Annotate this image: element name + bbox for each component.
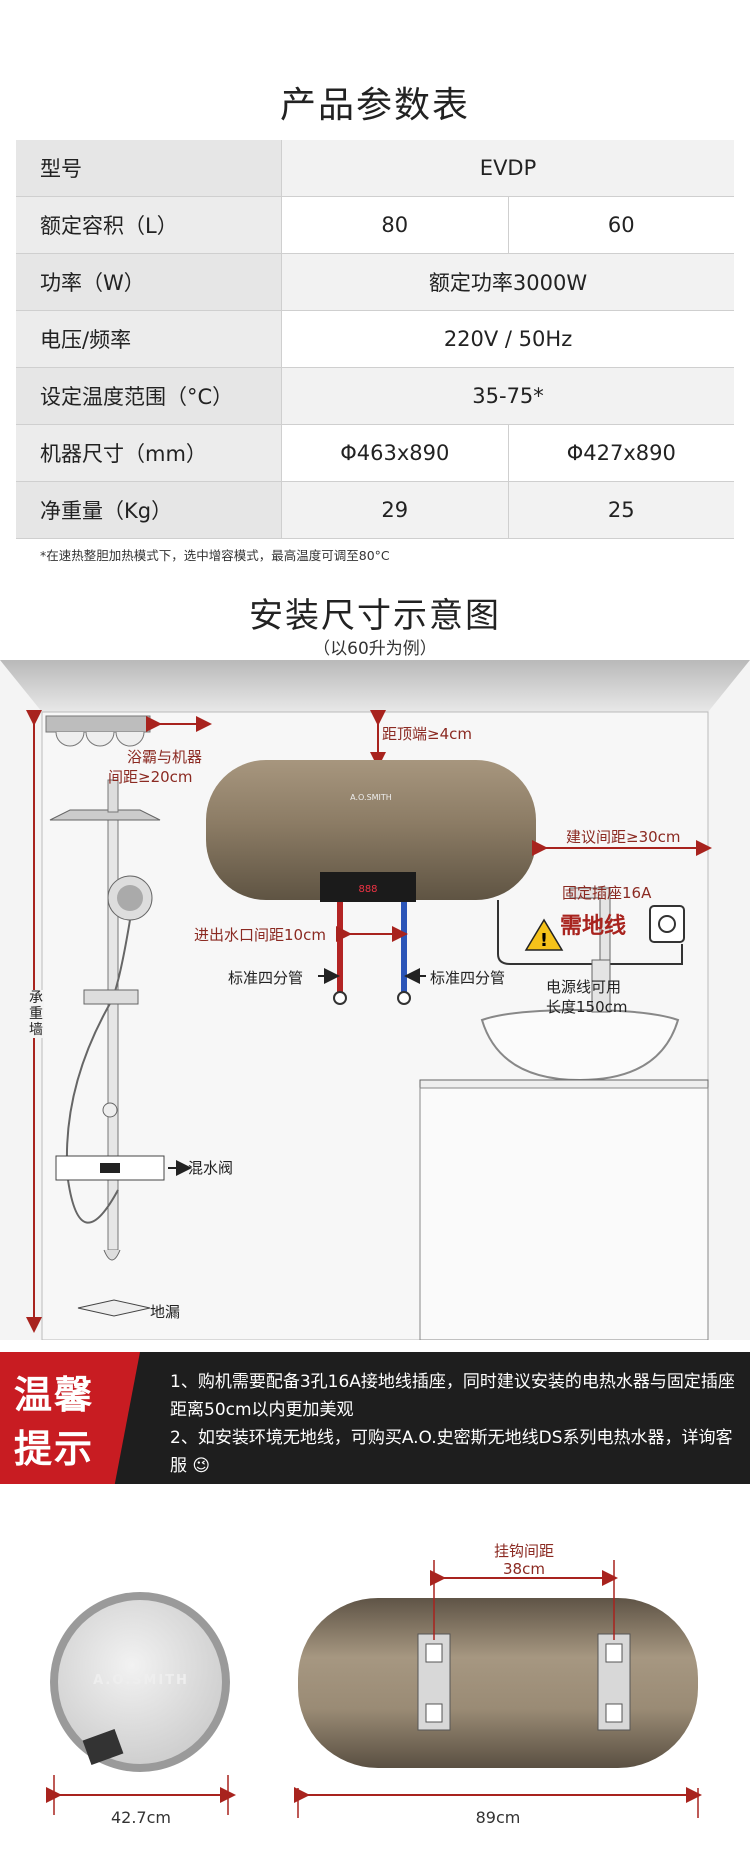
spec-value-v2: 60 xyxy=(507,196,734,254)
install-title: 安装尺寸示意图 xyxy=(249,596,501,636)
install-diagram: 888 A.O.SMITH ! xyxy=(0,660,750,1340)
label-pipe-left: 标准四分管 xyxy=(228,969,304,987)
label-socket: 固定插座16A xyxy=(562,884,652,902)
spec-label: 型号 xyxy=(16,140,283,197)
svg-text:!: ! xyxy=(540,930,548,951)
tips-text: 1、购机需要配备3孔16A接地线插座，同时建议安装的电热水器与固定插座距离50c… xyxy=(170,1368,740,1480)
tips-badge: 温馨 提示 xyxy=(0,1352,140,1484)
tips-badge-line-1: 温馨 xyxy=(14,1373,95,1417)
label-bath-gap-1: 浴霸与机器 xyxy=(126,748,202,766)
param-table-title: 产品参数表 xyxy=(279,85,470,126)
tank-brand: A.O.SMITH xyxy=(350,793,392,802)
tips-badge-line-2: 提示 xyxy=(14,1427,95,1471)
label-mixer: 混水阀 xyxy=(188,1159,234,1177)
spec-value: 35-75* xyxy=(281,367,734,425)
dimension-diagram xyxy=(46,1560,702,1818)
left-hook-bracket xyxy=(417,1633,451,1731)
label-cable-1: 电源线可用 xyxy=(546,978,622,996)
spec-label: 设定温度范围（°C） xyxy=(16,367,283,425)
svg-text:888: 888 xyxy=(358,884,377,895)
label-pipe-right: 标准四分管 xyxy=(430,969,506,987)
spec-label: 电压/频率 xyxy=(16,310,283,368)
spec-row: 功率（W）额定功率3000W xyxy=(16,253,734,311)
spec-value: 额定功率3000W xyxy=(281,253,734,311)
spec-value: 220V / 50Hz xyxy=(281,310,734,368)
end-cap-brand: A.O.SMITH xyxy=(93,1673,189,1688)
length-label: 89cm xyxy=(475,1808,521,1827)
label-inlet-gap: 进出水口间距10cm xyxy=(194,926,326,944)
hook-gap-label: 挂钩间距 xyxy=(493,1542,554,1560)
spec-value-v2: Φ427x890 xyxy=(507,424,734,482)
spec-value-v1: 80 xyxy=(281,196,509,254)
label-wall: 承重墙 xyxy=(28,990,44,1038)
right-hook-bracket xyxy=(597,1633,631,1731)
spec-value: EVDP xyxy=(281,140,734,197)
spec-label: 功率（W） xyxy=(16,253,283,311)
footnote: *在速热整胆加热模式下，选中增容模式，最高温度可调至80°C xyxy=(40,548,390,563)
hook-gap-value: 38cm xyxy=(503,1560,545,1578)
label-cable-2: 长度150cm xyxy=(546,998,628,1016)
spec-label: 净重量（Kg） xyxy=(16,481,283,539)
spec-row: 设定温度范围（°C）35-75* xyxy=(16,367,734,425)
diameter-label: 42.7cm xyxy=(110,1808,171,1827)
label-side-gap: 建议间距≥30cm xyxy=(566,828,681,846)
spec-label: 机器尺寸（mm） xyxy=(16,424,283,482)
spec-label: 额定容积（L） xyxy=(16,196,283,254)
spec-value-v1: Φ463x890 xyxy=(281,424,509,482)
label-ground: 需地线 xyxy=(560,914,627,939)
tips-banner: 温馨 提示 1、购机需要配备3孔16A接地线插座，同时建议安装的电热水器与固定插… xyxy=(0,1352,750,1484)
label-drain: 地漏 xyxy=(150,1303,181,1321)
spec-value-v1: 29 xyxy=(281,481,509,539)
tip-line-2: 2、如安装环境无地线，可购买A.O.史密斯无地线DS系列电热水器，详询客服 😉 xyxy=(170,1428,733,1476)
install-subtitle: （以60升为例） xyxy=(313,639,437,659)
label-top-gap: 距顶端≥4cm xyxy=(382,725,472,743)
tip-line-1: 1、购机需要配备3孔16A接地线插座，同时建议安装的电热水器与固定插座距离50c… xyxy=(170,1372,735,1420)
label-bath-gap-2: 间距≥20cm xyxy=(108,768,193,786)
spec-value-v2: 25 xyxy=(507,481,734,539)
